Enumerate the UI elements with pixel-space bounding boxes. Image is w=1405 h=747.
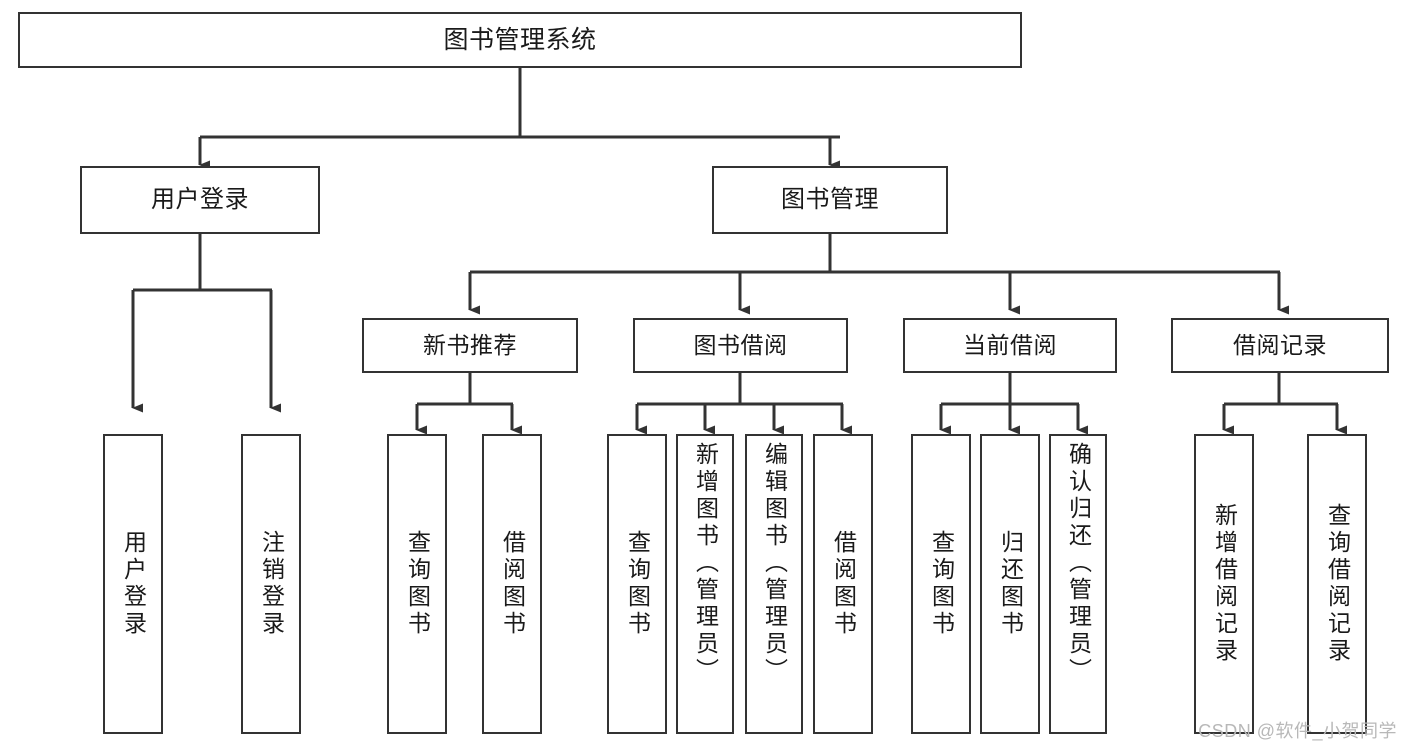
leaf-user-login-label: 用户登录: [120, 530, 147, 638]
leaf-user-login[interactable]: 用户登录: [103, 434, 163, 734]
leaf-borrow-add-book[interactable]: 新增图书（管理员）: [676, 434, 734, 734]
leaf-user-logout-label: 注销登录: [258, 530, 285, 638]
node-root-label: 图书管理系统: [443, 26, 597, 54]
leaf-borrow-lend-book-label: 借阅图书: [830, 530, 857, 638]
leaf-record-add[interactable]: 新增借阅记录: [1194, 434, 1254, 734]
leaf-borrow-edit-book-label: 编辑图书（管理员）: [761, 442, 788, 685]
leaf-rec-query-book[interactable]: 查询图书: [387, 434, 447, 734]
leaf-borrow-lend-book[interactable]: 借阅图书: [813, 434, 873, 734]
node-user-login[interactable]: 用户登录: [80, 166, 320, 234]
leaf-cur-query-book[interactable]: 查询图书: [911, 434, 971, 734]
csdn-watermark: CSDN @软件_小贺同学: [1198, 721, 1397, 741]
node-current-borrow[interactable]: 当前借阅: [903, 318, 1117, 373]
node-new-book-rec[interactable]: 新书推荐: [362, 318, 578, 373]
leaf-record-query[interactable]: 查询借阅记录: [1307, 434, 1367, 734]
leaf-borrow-add-book-label: 新增图书（管理员）: [692, 442, 719, 685]
node-book-manage-label: 图书管理: [781, 185, 879, 213]
node-user-login-label: 用户登录: [151, 185, 249, 213]
leaf-cur-confirm-return-label: 确认归还（管理员）: [1065, 442, 1092, 685]
leaf-rec-borrow-book[interactable]: 借阅图书: [482, 434, 542, 734]
leaf-record-query-label: 查询借阅记录: [1324, 503, 1351, 665]
leaf-borrow-edit-book[interactable]: 编辑图书（管理员）: [745, 434, 803, 734]
leaf-borrow-query-book[interactable]: 查询图书: [607, 434, 667, 734]
node-book-borrow-label: 图书借阅: [693, 331, 788, 358]
node-borrow-record[interactable]: 借阅记录: [1171, 318, 1389, 373]
leaf-borrow-query-book-label: 查询图书: [624, 530, 651, 638]
node-new-book-rec-label: 新书推荐: [423, 331, 517, 358]
leaf-cur-return-book-label: 归还图书: [997, 530, 1024, 638]
node-root[interactable]: 图书管理系统: [18, 12, 1022, 68]
node-borrow-record-label: 借阅记录: [1233, 331, 1327, 358]
leaf-rec-query-book-label: 查询图书: [404, 530, 431, 638]
leaf-rec-borrow-book-label: 借阅图书: [499, 530, 526, 638]
leaf-cur-query-book-label: 查询图书: [928, 530, 955, 638]
node-current-borrow-label: 当前借阅: [963, 331, 1057, 358]
leaf-user-logout[interactable]: 注销登录: [241, 434, 301, 734]
leaf-cur-return-book[interactable]: 归还图书: [980, 434, 1040, 734]
node-book-borrow[interactable]: 图书借阅: [633, 318, 848, 373]
leaf-cur-confirm-return[interactable]: 确认归还（管理员）: [1049, 434, 1107, 734]
leaf-record-add-label: 新增借阅记录: [1211, 503, 1238, 665]
node-book-manage[interactable]: 图书管理: [712, 166, 948, 234]
